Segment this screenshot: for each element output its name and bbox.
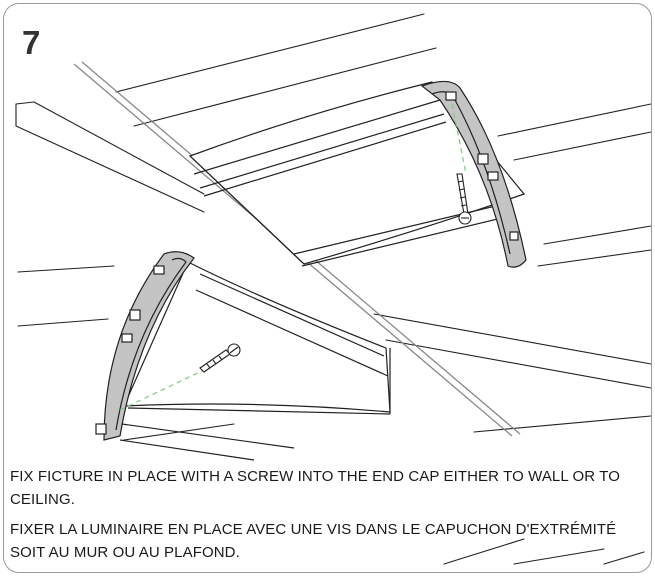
lower-end-cap [95,251,195,441]
screw-icon [456,173,472,225]
instruction-text-english: FIX FICTURE IN PLACE WITH A SCREW INTO T… [10,468,620,508]
screw-icon [199,343,241,373]
step-number: 7 [22,24,41,61]
lower-light-fixture [119,261,391,461]
lower-screw-guide [119,369,205,411]
upper-light-fixture [188,81,526,267]
installation-illustration [15,13,651,565]
ceiling-lines [15,13,651,565]
instruction-panel: 7 FIX FICTURE IN PLACE WITH A SCREW INTO… [3,3,652,573]
upper-end-cap [420,80,527,268]
upper-screw-guide [451,103,467,175]
instruction-text-french: FIXER LA LUMINAIRE EN PLACE AVEC UNE VIS… [10,521,617,561]
